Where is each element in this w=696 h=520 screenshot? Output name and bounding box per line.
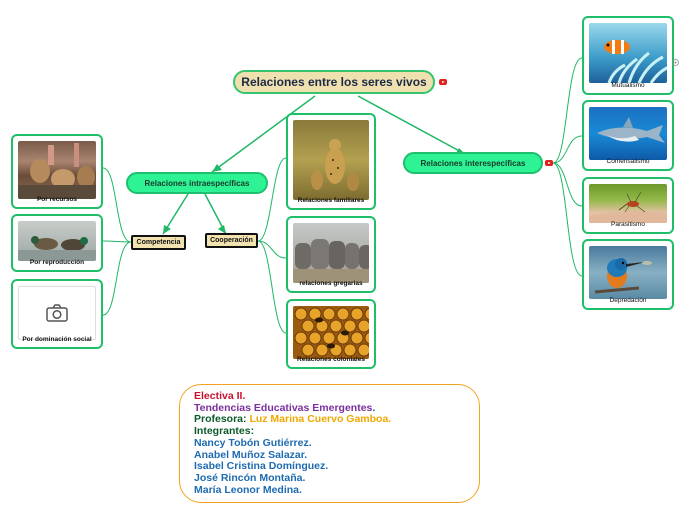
card-comensalismo[interactable]: Comensalismo <box>582 100 674 171</box>
mosquito-photo <box>589 184 667 223</box>
topic-interespecificas[interactable]: Relaciones interespecíficas <box>403 152 543 174</box>
cheetahs-photo <box>293 120 369 200</box>
member-name: Nancy Tobón Gutiérrez. <box>194 436 312 449</box>
subject-part-1: Tendencias Educativa <box>194 401 304 414</box>
subtopic-label: Competencia <box>136 239 181 246</box>
member-name: Anabel Muñoz Salazar. <box>194 448 308 461</box>
card-caption: Parasitismo <box>611 221 645 228</box>
subtopic-cooperacion[interactable]: Cooperación <box>205 233 258 248</box>
card-caption: Por recursos <box>36 196 78 203</box>
card-caption: Relaciones coloniales <box>297 356 365 363</box>
card-por-recursos[interactable]: Por recursos <box>11 134 103 209</box>
topic-label: Relaciones intraespecíficas <box>144 178 250 188</box>
subject-part-2: s Emergentes <box>303 401 373 414</box>
elephants-photo <box>293 223 369 283</box>
member-name: María Leonor Medina. <box>194 483 302 496</box>
teacher-name: Luz Marina Cuervo Gamboa. <box>249 413 392 426</box>
card-caption: Depredación <box>609 297 647 304</box>
teacher-line: Profesora: Luz Marina Cuervo Gamboa. <box>194 414 479 426</box>
topic-intraespecificas[interactable]: Relaciones intraespecíficas <box>126 172 268 194</box>
shark-photo <box>589 107 667 160</box>
teacher-label: Profesora: <box>194 413 250 426</box>
camera-icon[interactable] <box>18 286 96 340</box>
flag-icon[interactable] <box>545 160 553 166</box>
card-caption: Por reproducción <box>29 259 85 266</box>
member-name: Isabel Cristina Domínguez. <box>194 460 329 473</box>
card-relaciones-coloniales[interactable]: Relaciones coloniales <box>286 299 376 369</box>
clownfish-photo <box>589 23 667 83</box>
member-name: José Rincón Montaña. <box>194 471 306 484</box>
central-topic[interactable]: Relaciones entre los seres vivos <box>233 70 435 94</box>
card-mutualismo[interactable]: Mutualismo <box>582 16 679 95</box>
card-parasitismo[interactable]: Parasitismo <box>582 177 674 234</box>
card-caption: Mutualismo <box>611 82 645 89</box>
card-relaciones-familiares[interactable]: Relaciones familiares <box>286 113 376 210</box>
subject-part-3: . <box>372 401 376 414</box>
subtopic-label: Cooperación <box>210 237 253 244</box>
lions-photo <box>18 141 96 199</box>
card-por-reproduccion[interactable]: Por reproducción <box>11 214 103 272</box>
bees-photo <box>293 306 369 359</box>
ducks-photo <box>18 221 96 261</box>
kingfisher-photo <box>589 246 667 299</box>
card-depredacion[interactable]: Depredación <box>582 239 674 310</box>
card-por-dominacion-social[interactable]: Por dominación social <box>11 279 103 349</box>
members-heading: Integrantes: <box>194 425 255 438</box>
card-caption: relaciones gregarias <box>299 280 363 287</box>
course-line: Electiva II. <box>194 390 246 402</box>
subtopic-competencia[interactable]: Competencia <box>131 235 186 250</box>
card-caption: Por dominación social <box>22 336 92 343</box>
credits-note: Electiva II. Tendencias Educativas Emerg… <box>179 384 480 503</box>
card-relaciones-gregarias[interactable]: relaciones gregarias <box>286 216 376 293</box>
card-caption: Comensalismo <box>606 158 650 165</box>
topic-label: Relaciones interespecíficas <box>420 158 526 168</box>
central-topic-label: Relaciones entre los seres vivos <box>241 75 427 89</box>
subject-line: Tendencias Educativas Emergentes. <box>194 401 479 415</box>
flag-icon[interactable] <box>439 79 447 85</box>
info-icon[interactable] <box>672 53 679 66</box>
card-caption: Relaciones familiares <box>297 197 365 204</box>
